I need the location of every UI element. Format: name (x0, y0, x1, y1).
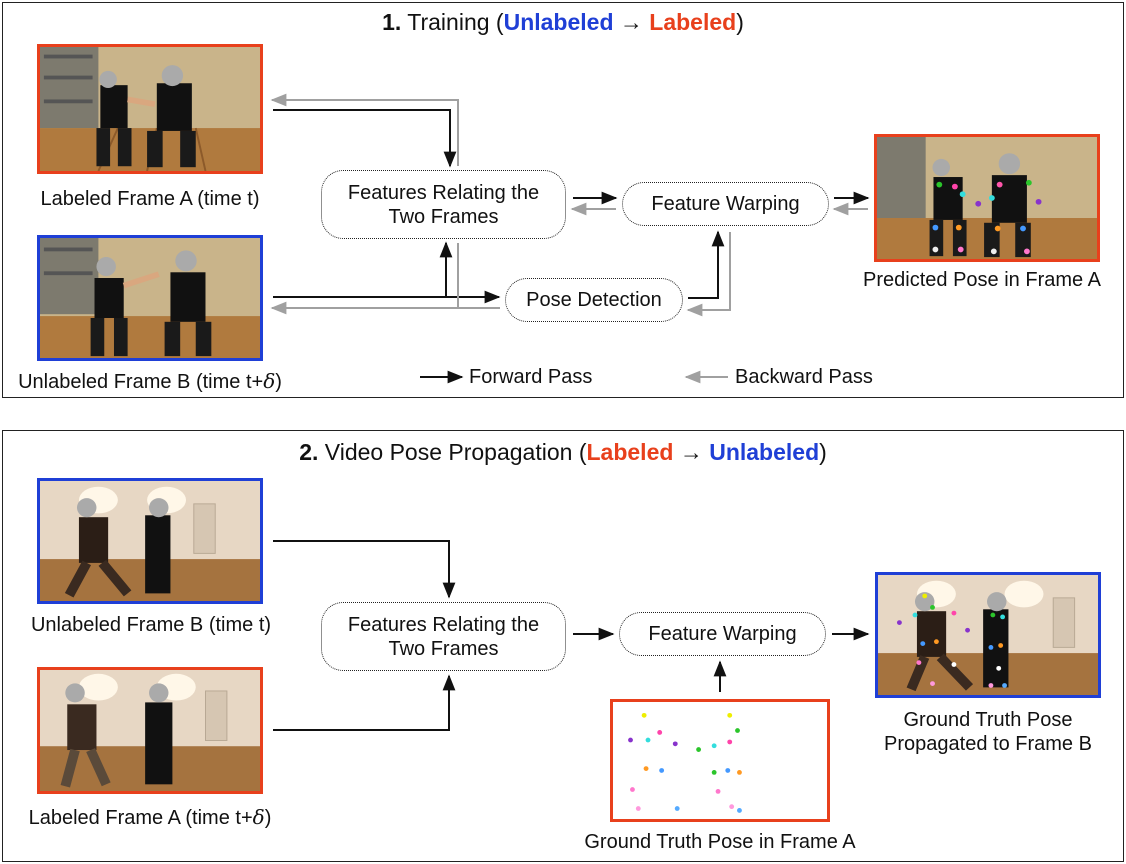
predicted-pose-frame-image (874, 134, 1100, 262)
labeled-frame-a-time-t-delta-image (37, 667, 263, 794)
propagated-pose-caption: Ground Truth Pose Propagated to Frame B (884, 709, 1092, 755)
pose-detection-node: Pose Detection (505, 278, 683, 322)
propagation-title: 2. Video Pose Propagation (Labeled → Unl… (299, 439, 827, 465)
labeled-frame-a-time-t-delta-caption: Labeled Frame A (time t+δ) (28, 805, 272, 829)
unlabeled-frame-b-image (37, 235, 263, 361)
predicted-pose-caption: Predicted Pose in Frame A (863, 269, 1101, 291)
unlabeled-frame-b-time-t-image (37, 478, 263, 604)
ground-truth-pose-caption: Ground Truth Pose in Frame A (584, 831, 856, 853)
legend-forward-label: Forward Pass (469, 366, 593, 388)
labeled-frame-a-image (37, 44, 263, 174)
unlabeled-frame-b-time-t-caption: Unlabeled Frame B (time t) (30, 614, 272, 636)
legend-backward-label: Backward Pass (735, 366, 873, 388)
feature-warping-node-training: Feature Warping (622, 182, 829, 226)
predicted-keypoints (932, 179, 1042, 255)
propagated-keypoints (896, 593, 1007, 688)
propagated-pose-frame-image (875, 572, 1101, 698)
unlabeled-frame-b-caption: Unlabeled Frame B (time t+δ) (18, 369, 282, 393)
feature-warping-node-propagation: Feature Warping (619, 612, 826, 656)
labeled-frame-a-caption: Labeled Frame A (time t) (40, 188, 260, 210)
ground-truth-keypoints (628, 712, 742, 813)
ground-truth-pose-frame-image (610, 699, 830, 822)
training-title: 1. Training (Unlabeled → Labeled) (382, 9, 744, 35)
